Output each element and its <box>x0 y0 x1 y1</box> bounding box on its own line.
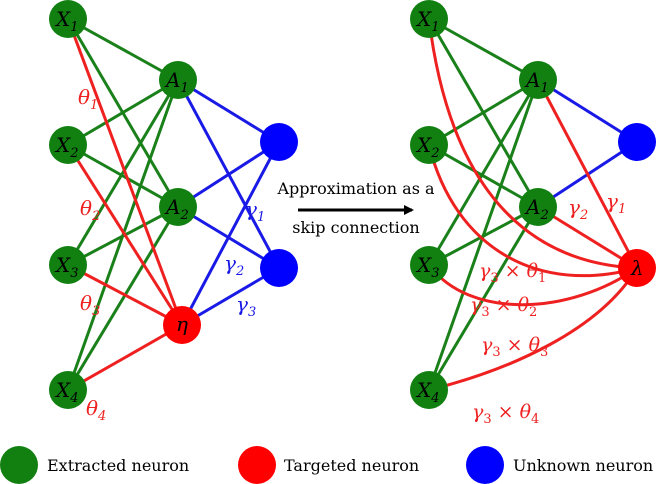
svg-text:Extracted neuron: Extracted neuron <box>47 456 189 475</box>
svg-text:X2: X2 <box>54 133 79 161</box>
theta-1-label: θ1 <box>78 85 98 113</box>
svg-text:X3: X3 <box>415 253 440 281</box>
right-node-lambda: λ <box>618 249 656 287</box>
left-output-node-1 <box>260 123 298 161</box>
right-node-x2: X2 <box>410 126 448 164</box>
svg-text:λ: λ <box>630 256 644 280</box>
left-node-x4: X4 <box>49 371 87 409</box>
left-output-nodes <box>260 123 298 287</box>
svg-text:X2: X2 <box>415 133 440 161</box>
svg-text:X4: X4 <box>54 378 79 406</box>
svg-text:X4: X4 <box>415 378 440 406</box>
skip-edge-x2 <box>427 144 638 278</box>
left-hidden-nodes: A1 A2 η <box>159 61 201 344</box>
svg-text:A1: A1 <box>524 68 549 96</box>
left-gamma-3-label: γ3 <box>236 292 256 320</box>
right-node-x1: X1 <box>410 0 448 38</box>
left-red-edges <box>66 18 184 392</box>
left-node-x3: X3 <box>49 246 87 284</box>
skip-connection-labels: γ3×θ1 γ3×θ2 γ3×θ3 γ3×θ4 <box>470 260 548 427</box>
skip-edge-x1 <box>427 18 638 270</box>
theta-2-label: θ2 <box>80 196 100 224</box>
svg-text:X1: X1 <box>415 7 440 35</box>
svg-text:η: η <box>176 312 188 336</box>
svg-text:A1: A1 <box>164 68 189 96</box>
left-green-edges <box>66 17 180 391</box>
skip-label-2: γ3×θ2 <box>470 294 537 320</box>
left-input-nodes: X1 X2 X3 X4 <box>49 0 87 409</box>
legend-item-unknown: Unknown neuron <box>466 446 653 484</box>
right-node-a2: A2 <box>519 188 557 226</box>
left-node-x1: X1 <box>49 0 87 38</box>
right-gamma-labels: γ2 γ1 <box>568 189 626 223</box>
right-node-x3: X3 <box>410 246 448 284</box>
skip-label-3: γ3×θ3 <box>481 334 548 360</box>
approximation-arrow: Approximation as a skip connection <box>276 179 435 237</box>
skip-label-1: γ3×θ1 <box>479 260 546 286</box>
left-node-a2: A2 <box>159 188 197 226</box>
legend-swatch-unknown <box>466 446 504 484</box>
svg-text:Unknown neuron: Unknown neuron <box>513 456 653 475</box>
left-gamma-labels: γ1 γ2 γ3 <box>224 197 265 320</box>
skip-label-4: γ3×θ4 <box>472 401 539 427</box>
left-node-x2: X2 <box>49 126 87 164</box>
svg-text:A2: A2 <box>524 195 549 223</box>
legend: Extracted neuron Targeted neuron Unknown… <box>0 446 653 484</box>
skip-edge-x4 <box>428 267 639 392</box>
left-output-node-2 <box>260 249 298 287</box>
left-node-eta: η <box>163 306 201 344</box>
theta-labels: θ1 θ2 θ3 θ4 <box>78 85 106 424</box>
theta-4-label: θ4 <box>86 396 106 424</box>
left-node-a1: A1 <box>159 61 197 99</box>
left-blue-edges <box>176 78 281 327</box>
right-input-nodes: X1 X2 X3 X4 <box>410 0 448 409</box>
svg-text:X3: X3 <box>54 253 79 281</box>
left-edges <box>66 17 281 392</box>
right-output-nodes: λ <box>618 123 656 287</box>
theta-3-label: θ3 <box>80 291 100 319</box>
svg-text:Targeted neuron: Targeted neuron <box>284 456 419 475</box>
right-red-edges <box>427 18 639 392</box>
legend-swatch-targeted <box>238 446 276 484</box>
svg-text:A2: A2 <box>164 195 189 223</box>
right-gamma-1-label: γ1 <box>606 189 626 217</box>
legend-item-targeted: Targeted neuron <box>238 446 419 484</box>
skip-edge-x3 <box>427 264 638 307</box>
left-gamma-1-label: γ1 <box>245 197 265 225</box>
right-gamma-2-label: γ2 <box>568 195 588 223</box>
legend-swatch-extracted <box>0 446 38 484</box>
right-edges <box>427 17 639 392</box>
right-node-a1: A1 <box>519 61 557 99</box>
right-hidden-nodes: A1 A2 <box>519 61 557 226</box>
left-gamma-2-label: γ2 <box>224 251 244 279</box>
svg-text:X1: X1 <box>54 7 79 35</box>
legend-item-extracted: Extracted neuron <box>0 446 189 484</box>
arrow-caption-line1: Approximation as a <box>276 179 435 198</box>
right-green-edges <box>427 17 540 391</box>
right-output-node-unknown <box>618 123 656 161</box>
right-node-x4: X4 <box>410 371 448 409</box>
arrow-caption-line2: skip connection <box>292 218 419 237</box>
